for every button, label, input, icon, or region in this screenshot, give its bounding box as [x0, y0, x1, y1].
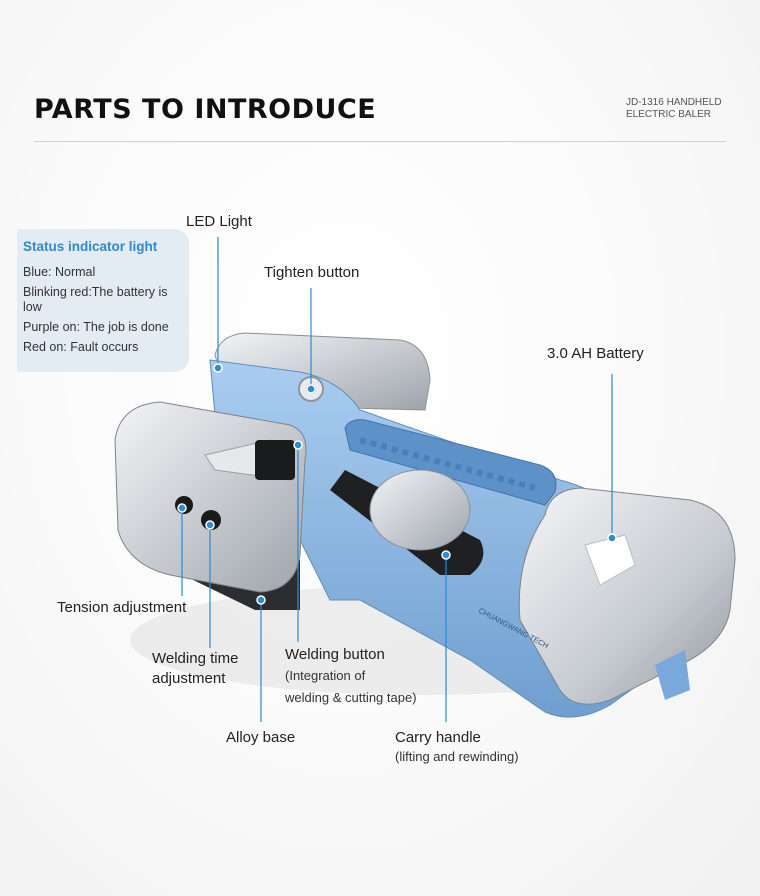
status-item-blue: Blue: Normal [23, 265, 96, 279]
callouts [177, 237, 617, 722]
battery-shape [518, 487, 736, 705]
label-welding-button: Welding button (Integration of welding &… [285, 645, 417, 709]
status-indicator-heading: Status indicator light [23, 239, 158, 254]
model-subtitle: JD-1316 HANDHELD ELECTRIC BALER [626, 97, 722, 121]
welding-button-shape [255, 440, 295, 480]
status-item-purple: Purple on: The job is done [23, 320, 169, 334]
label-welding-button-sub1: (Integration of [285, 668, 366, 683]
callout-carry-dot [441, 550, 451, 560]
label-welding-time: Welding time adjustment [152, 649, 238, 689]
callout-tension-dot [177, 503, 187, 513]
label-tension-adjustment: Tension adjustment [57, 599, 187, 616]
label-welding-time-line2: adjustment [152, 670, 226, 687]
battery-clip-shape [655, 650, 690, 700]
callout-welding-time-dot [205, 520, 215, 530]
label-carry-handle: Carry handle (lifting and rewinding) [395, 728, 519, 766]
model-subtitle-line2: ELECTRIC BALER [626, 109, 712, 120]
callout-led-dot [213, 363, 223, 373]
label-alloy-base: Alloy base [226, 729, 296, 746]
label-battery: 3.0 AH Battery [547, 345, 644, 362]
page-title: PARTS TO INTRODUCE [34, 94, 377, 125]
handle-ridges [359, 437, 536, 491]
roller-shape [369, 469, 471, 551]
model-subtitle-line1: JD-1316 HANDHELD [626, 97, 722, 108]
callout-battery-dot [607, 533, 617, 543]
label-carry-handle-title: Carry handle [395, 729, 481, 746]
label-welding-button-sub2: welding & cutting tape) [285, 690, 417, 705]
status-item-red: Red on: Fault occurs [23, 340, 139, 354]
callout-alloy-dot [256, 595, 266, 605]
label-led-light: LED Light [186, 213, 252, 230]
callout-welding-button-dot [293, 440, 303, 450]
header-divider [34, 141, 726, 142]
label-welding-time-line1: Welding time [152, 650, 239, 667]
label-welding-button-title: Welding button [285, 646, 385, 663]
label-carry-handle-sub: (lifting and rewinding) [395, 749, 519, 764]
label-tighten-button: Tighten button [264, 264, 360, 281]
callout-tighten-dot [306, 384, 316, 394]
status-item-blinking-red: Blinking red:The battery is low [23, 285, 168, 314]
status-indicator-panel: Status indicator light Blue: Normal Blin… [17, 229, 189, 372]
